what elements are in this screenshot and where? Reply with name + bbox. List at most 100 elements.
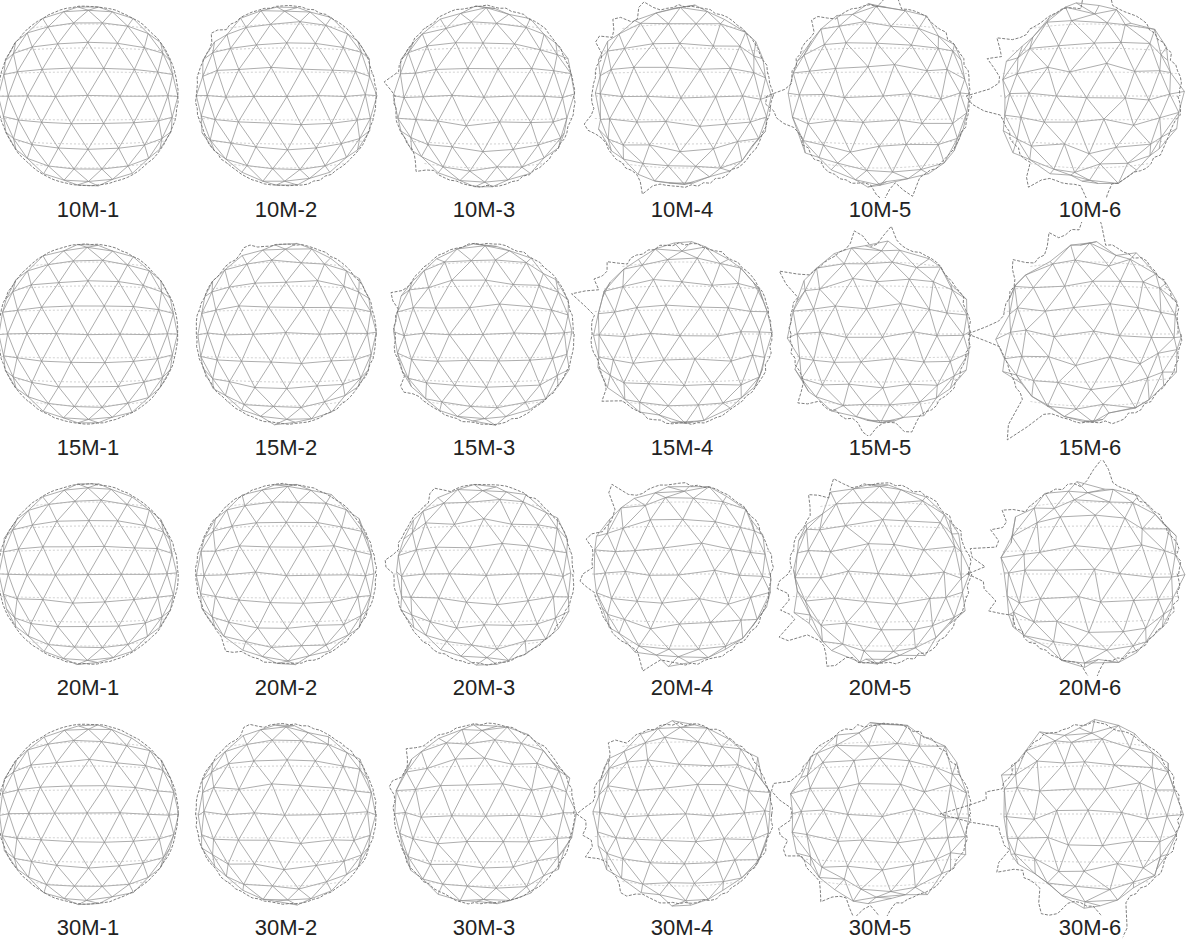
mesh-edge: [202, 313, 208, 333]
mesh-edge: [438, 167, 443, 173]
mesh-edge: [707, 12, 724, 20]
mesh-edge: [553, 122, 561, 138]
mesh-edge: [844, 98, 863, 123]
mesh-edge: [404, 333, 424, 336]
mesh-edge: [500, 96, 515, 122]
mesh-edge: [261, 406, 274, 416]
mesh-edge: [1095, 6, 1099, 14]
mesh-edge: [421, 145, 428, 157]
mesh-edge: [42, 96, 56, 122]
mesh-edge: [168, 96, 178, 97]
mesh-edge: [599, 335, 613, 360]
mesh-edge: [653, 24, 668, 44]
mesh-edge: [851, 248, 865, 264]
mesh-edge: [316, 144, 341, 148]
mesh-edge: [4, 75, 8, 97]
mesh-edge: [404, 308, 413, 336]
mesh-edge: [538, 145, 544, 158]
mesh-edge: [287, 69, 302, 96]
mesh-edge: [836, 67, 868, 69]
mesh-edge: [120, 307, 133, 335]
mesh-edge: [159, 292, 162, 310]
mesh-edge: [899, 120, 922, 123]
mesh-edge: [270, 123, 301, 125]
mesh-edge: [1125, 71, 1134, 98]
mesh-edge: [1095, 14, 1108, 23]
mesh-edge: [145, 121, 159, 145]
mesh-edge: [332, 396, 346, 413]
mesh-edge: [526, 385, 540, 402]
mesh-edge: [32, 122, 42, 144]
mesh-edge: [730, 46, 740, 68]
mesh-edge: [1047, 22, 1059, 46]
mesh-edge: [553, 358, 558, 375]
mesh-edge: [1128, 144, 1151, 163]
mesh-edge: [242, 334, 254, 361]
mesh-edge: [148, 96, 159, 121]
mesh-edge: [1072, 21, 1108, 23]
mesh-edge: [1017, 74, 1029, 93]
mesh-edge: [513, 285, 539, 286]
mesh-edge: [134, 123, 145, 145]
mesh-edge: [495, 260, 513, 285]
mesh-edge: [74, 10, 89, 23]
mesh-edge: [1160, 94, 1170, 118]
mesh-edge: [910, 71, 927, 94]
mesh-edge: [680, 152, 696, 167]
mesh-edge: [44, 166, 49, 174]
mesh-edge: [357, 120, 360, 139]
mesh-edge: [788, 93, 799, 95]
mesh-edge: [911, 45, 938, 48]
mesh-edge: [1030, 48, 1048, 67]
latitude-line: [1003, 72, 1177, 74]
mesh-edge: [331, 333, 346, 361]
mesh-edge: [1064, 144, 1074, 172]
mesh-edge: [58, 148, 74, 169]
mesh-edge: [868, 65, 894, 67]
mesh-edge: [877, 43, 894, 64]
mesh-edge: [666, 282, 682, 305]
mesh-edge: [428, 121, 438, 145]
mesh-edge: [695, 336, 718, 359]
mesh-edge: [58, 44, 72, 68]
mesh-edge: [256, 123, 271, 147]
mesh-edge: [728, 308, 741, 332]
mesh-edge: [144, 382, 149, 397]
mesh-edge: [58, 148, 88, 149]
mesh-edge: [742, 146, 752, 160]
mesh-edge: [835, 120, 863, 122]
mesh-edge: [42, 306, 72, 307]
mesh-edge: [916, 259, 929, 268]
mesh-edge: [853, 6, 877, 14]
mesh-edge: [486, 280, 500, 304]
mesh-edge: [128, 166, 132, 173]
mesh-edge: [118, 43, 145, 47]
mesh-edge: [648, 96, 681, 98]
mesh-edge: [331, 307, 346, 333]
mesh-edge: [397, 296, 401, 312]
mesh-edge: [287, 363, 302, 388]
mesh-edge: [201, 333, 208, 356]
wireframe-sphere: [779, 226, 971, 437]
mesh-edge: [916, 267, 933, 281]
mesh-edge: [1064, 144, 1089, 154]
mesh-edge: [868, 43, 877, 66]
mesh-edge: [88, 42, 104, 68]
mesh-edge: [743, 96, 751, 122]
mesh-edge: [333, 70, 346, 96]
mesh-edge: [437, 259, 445, 262]
mesh-edge: [700, 69, 716, 97]
mesh-edge: [515, 360, 530, 386]
mesh-edge: [648, 67, 668, 96]
mesh-edge: [1161, 129, 1176, 138]
mesh-edge: [457, 406, 470, 416]
mesh-edge: [440, 19, 446, 28]
mesh-edge: [1070, 63, 1107, 72]
mesh-edge: [301, 263, 317, 281]
mesh-edge: [944, 151, 954, 163]
mesh-edge: [42, 283, 59, 308]
mesh-edge: [312, 412, 332, 419]
mesh-edge: [273, 150, 288, 169]
mesh-edge: [910, 94, 922, 124]
mesh-edge: [261, 11, 271, 25]
